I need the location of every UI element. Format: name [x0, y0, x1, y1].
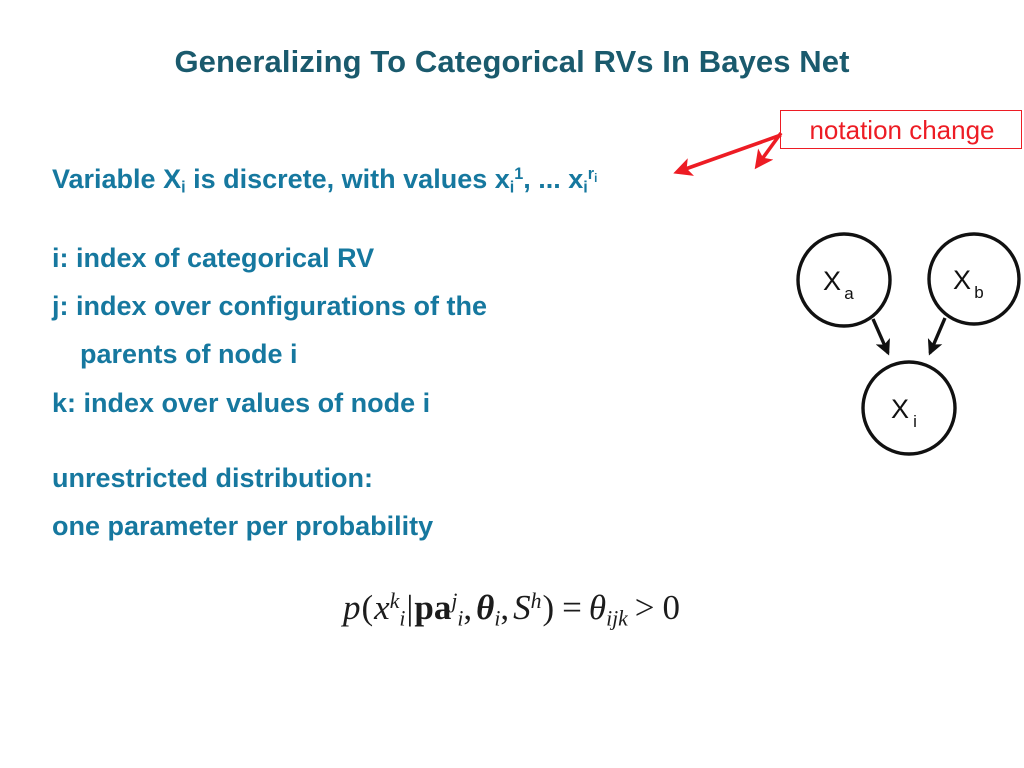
value-subscript-i-first: i [509, 178, 515, 197]
bayes-net-node-xb-label: X [953, 265, 971, 295]
bayes-net-node-xa-circle [796, 232, 892, 328]
index-line-j-continuation: parents of node i [80, 339, 298, 369]
notation-change-callout-box: notation change [780, 110, 1022, 149]
equation-p: p [342, 588, 361, 627]
equation-comma-one: , [463, 588, 473, 627]
equation-theta-subscript-i: i [494, 606, 501, 631]
equation-pa-superscript-j: j [451, 589, 458, 614]
bayes-net-node-xi[interactable]: X i [861, 360, 957, 456]
bayes-net-node-xi-circle [861, 360, 957, 456]
equation-equals-sign: = [562, 588, 582, 627]
bayes-net-node-xb-circle [927, 232, 1021, 326]
bayes-net-edge-xb-to-xi [927, 317, 947, 356]
equation-open-paren: ( [361, 588, 374, 627]
equation-pa-subscript-i: i [457, 606, 464, 631]
bayes-net-node-xb-subscript: b [974, 283, 983, 302]
notation-change-label: notation change [809, 115, 995, 145]
bayes-net-node-xb[interactable]: X b [927, 232, 1021, 326]
equation-theta: θ [476, 588, 495, 627]
superscript-r-subscript-i: i [594, 172, 598, 185]
value-superscript-r: ri [587, 165, 598, 185]
page-title: Generalizing To Categorical RVs In Bayes… [174, 44, 850, 79]
equation-close-paren: ) [542, 588, 555, 627]
variable-middle-text: is discrete, with values x [185, 164, 510, 194]
variable-subscript-i: i [181, 178, 186, 197]
equation-S: S [513, 588, 531, 627]
variable-separator-text: , ... x [523, 164, 584, 194]
index-line-j: j: index over configurations of the [52, 291, 488, 321]
bayes-net-node-xa[interactable]: X a [796, 232, 892, 328]
bayes-net-diagram: X a X b X i [796, 232, 1021, 456]
equation-x-subscript-i: i [399, 606, 406, 631]
superscript-r-letter: r [587, 165, 595, 184]
equation-theta-result-subscript: ijk [606, 606, 628, 631]
bayes-net-node-xa-label: X [823, 266, 841, 296]
bayes-net-node-xi-subscript: i [913, 412, 917, 431]
equation-pa: pa [414, 588, 452, 627]
bayes-net-edge-xa-to-xi [871, 318, 890, 356]
callout-arrow-to-superscript-r [754, 131, 783, 170]
probability-equation: p(xki|paji,θi,Sh)=θijk>0 [0, 588, 1024, 632]
value-superscript-one: 1 [514, 165, 524, 184]
equation-greater-than-sign: > [634, 588, 655, 627]
equation-conditional-bar: | [406, 588, 414, 627]
equation-x-superscript-k: k [389, 589, 400, 614]
distribution-line-unrestricted: unrestricted distribution: [52, 463, 374, 493]
value-subscript-i-last: i [583, 178, 588, 197]
distribution-line-one-parameter: one parameter per probability [52, 511, 434, 541]
equation-comma-two: , [500, 588, 510, 627]
equation-theta-result: θ [588, 588, 607, 627]
variable-definition-line: Variable Xi is discrete, with values xi1… [52, 164, 598, 196]
callout-arrow-to-superscript-one [673, 133, 782, 176]
equation-S-superscript-h: h [530, 589, 542, 614]
equation-x: x [374, 588, 390, 627]
equation-zero: 0 [662, 588, 681, 627]
variable-prefix-text: Variable X [52, 164, 182, 194]
bayes-net-node-xi-label: X [891, 394, 909, 424]
bayes-net-node-xa-subscript: a [844, 284, 854, 303]
index-line-i: i: index of categorical RV [52, 243, 375, 273]
index-line-k: k: index over values of node i [52, 388, 431, 418]
